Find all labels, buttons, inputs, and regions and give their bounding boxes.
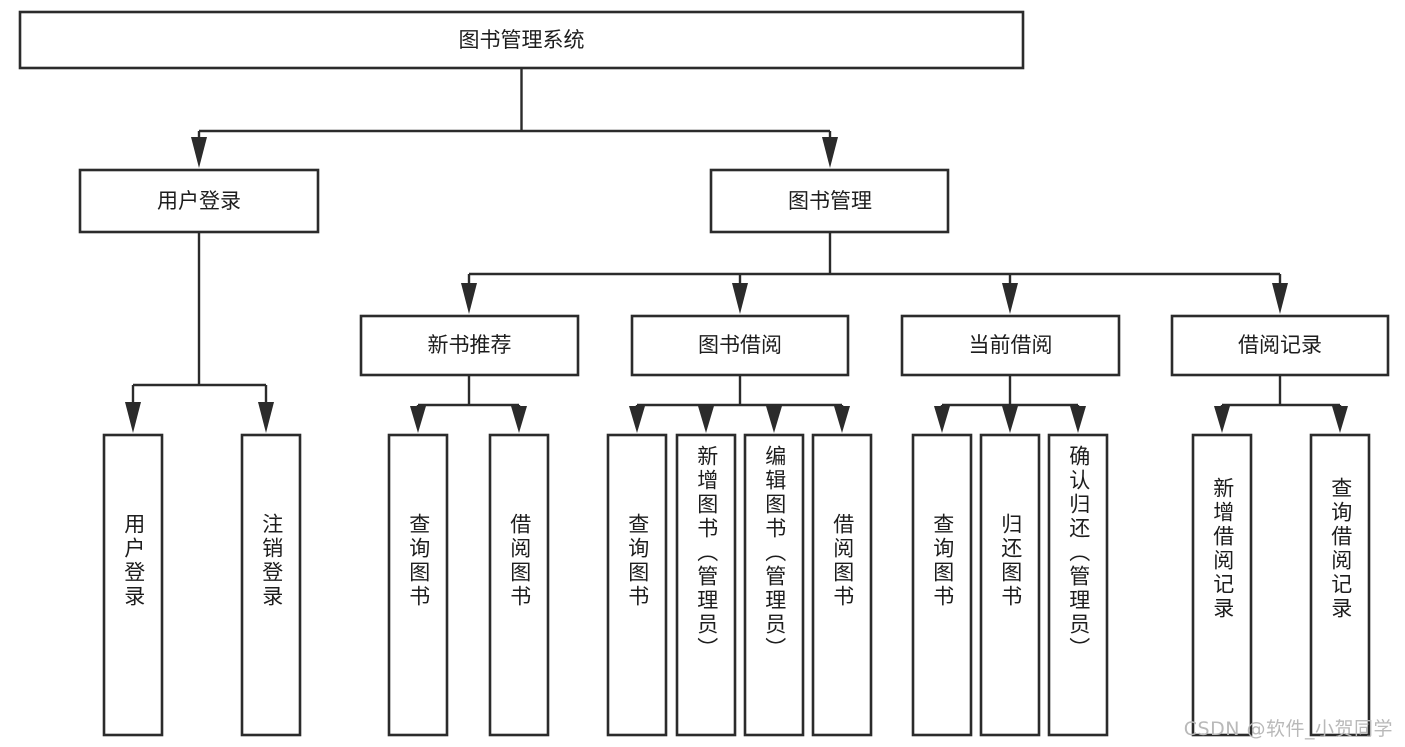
- book-manage-box[interactable]: [709, 168, 950, 234]
- arrow-leaf-add-record: [1214, 406, 1230, 433]
- book-borrow-box[interactable]: [630, 314, 850, 377]
- arrow-leaf-return-book: [1002, 406, 1018, 433]
- leaf-box-query-book-1[interactable]: [387, 433, 449, 737]
- leaf-box-edit-book[interactable]: [743, 433, 805, 737]
- arrow-leaf-borrow-book-1: [511, 406, 527, 433]
- leaf-box-user-logout[interactable]: [240, 433, 302, 737]
- connectors-book-manage-to-level3: [461, 232, 1288, 314]
- book-manage-label: 图书管理: [788, 189, 872, 213]
- arrow-book-manage: [822, 137, 838, 168]
- leaf-box-query-record[interactable]: [1309, 433, 1371, 737]
- node-current-borrow[interactable]: 当前借阅: [900, 314, 1121, 377]
- arrow-new-book-recommend: [461, 283, 477, 314]
- borrow-record-label: 借阅记录: [1238, 333, 1322, 357]
- book-borrow-label: 图书借阅: [698, 333, 782, 357]
- arrow-current-borrow: [1002, 283, 1018, 314]
- arrow-leaf-borrow-book-2: [834, 406, 850, 433]
- connectors-root-to-level2: [191, 68, 838, 168]
- arrow-leaf-edit-book: [766, 406, 782, 433]
- node-book-manage[interactable]: 图书管理: [709, 168, 950, 234]
- leaf-box-confirm-return[interactable]: [1047, 433, 1109, 737]
- leaf-box-return-book[interactable]: [979, 433, 1041, 737]
- leaf-box-add-book[interactable]: [675, 433, 737, 737]
- arrow-leaf-query-record: [1332, 406, 1348, 433]
- arrow-leaf-confirm-return: [1070, 406, 1086, 433]
- new-book-recommend-box[interactable]: [359, 314, 580, 377]
- arrow-leaf-query-book-2: [629, 406, 645, 433]
- user-login-box[interactable]: [78, 168, 320, 234]
- current-borrow-box[interactable]: [900, 314, 1121, 377]
- arrow-user-login: [191, 137, 207, 168]
- node-new-book-recommend[interactable]: 新书推荐: [359, 314, 580, 377]
- arrow-leaf-query-book-1: [410, 406, 426, 433]
- user-login-label: 用户登录: [157, 189, 241, 213]
- root-box[interactable]: [18, 10, 1025, 70]
- leaf-box-add-record[interactable]: [1191, 433, 1253, 737]
- node-user-login[interactable]: 用户登录: [78, 168, 320, 234]
- current-borrow-label: 当前借阅: [969, 333, 1053, 357]
- watermark: CSDN @软件_小贺同学: [1183, 718, 1393, 740]
- connectors-new-book-recommend-to-leaves: [410, 375, 527, 433]
- arrow-borrow-record: [1272, 283, 1288, 314]
- leaf-box-borrow-book-2[interactable]: [811, 433, 873, 737]
- arrow-leaf-user-login: [125, 402, 141, 433]
- arrow-leaf-add-book: [698, 406, 714, 433]
- connectors-borrow-record-to-leaves: [1214, 375, 1348, 433]
- borrow-record-box[interactable]: [1170, 314, 1390, 377]
- leaf-box-query-book-3[interactable]: [911, 433, 973, 737]
- leaf-boxes: [102, 433, 1371, 737]
- leaf-box-query-book-2[interactable]: [606, 433, 668, 737]
- connectors-user-login-to-leaves: [125, 232, 274, 433]
- arrow-leaf-query-book-3: [934, 406, 950, 433]
- new-book-recommend-label: 新书推荐: [428, 333, 512, 357]
- arrow-book-borrow: [732, 283, 748, 314]
- leaf-box-borrow-book-1[interactable]: [488, 433, 550, 737]
- leaf-box-user-login[interactable]: [102, 433, 164, 737]
- node-borrow-record[interactable]: 借阅记录: [1170, 314, 1390, 377]
- root-label: 图书管理系统: [459, 28, 585, 52]
- connectors-current-borrow-to-leaves: [934, 375, 1086, 433]
- node-root[interactable]: 图书管理系统: [18, 10, 1025, 70]
- connectors-book-borrow-to-leaves: [629, 375, 850, 433]
- node-book-borrow[interactable]: 图书借阅: [630, 314, 850, 377]
- arrow-leaf-user-logout: [258, 402, 274, 433]
